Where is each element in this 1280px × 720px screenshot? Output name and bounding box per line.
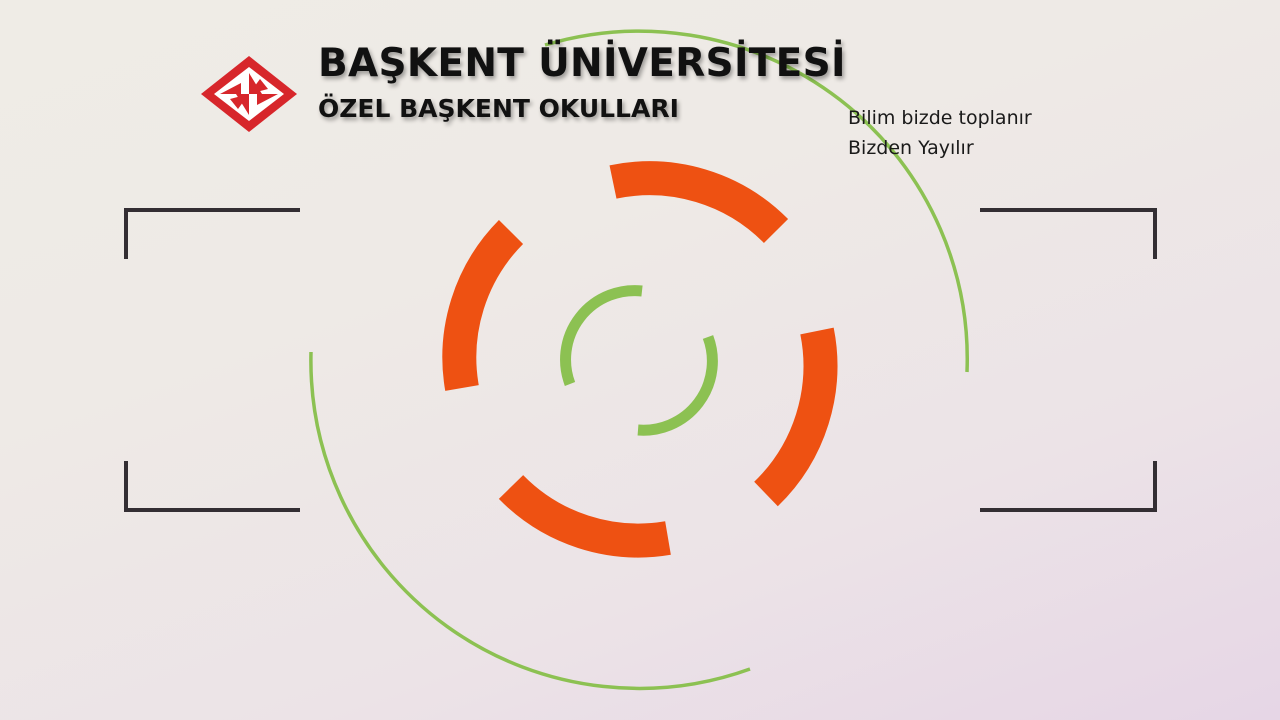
inner-green-arc: [560, 285, 643, 386]
baskent-emblem-icon: [201, 56, 297, 132]
orange-ring-segment: [442, 220, 524, 391]
slogan-line-2: Bizden Yayılır: [848, 137, 974, 159]
orange-ring-segment: [498, 474, 671, 558]
university-title: BAŞKENT ÜNİVERSİTESİ: [318, 41, 846, 86]
orange-ring-segment: [609, 161, 789, 244]
slogan-line-1: Bilim bizde toplanır: [848, 107, 1032, 129]
outer-green-ring-top: [544, 29, 969, 373]
frame-bracket-top-left: [124, 208, 300, 259]
frame-bracket-bottom-left: [124, 461, 300, 512]
outer-green-ring: [309, 351, 751, 691]
school-subtitle: ÖZEL BAŞKENT OKULLARI: [318, 94, 679, 123]
orange-ring-segment: [753, 327, 838, 507]
inner-green-arc: [637, 335, 718, 436]
frame-bracket-bottom-right: [980, 461, 1157, 512]
frame-bracket-top-right: [980, 208, 1157, 259]
